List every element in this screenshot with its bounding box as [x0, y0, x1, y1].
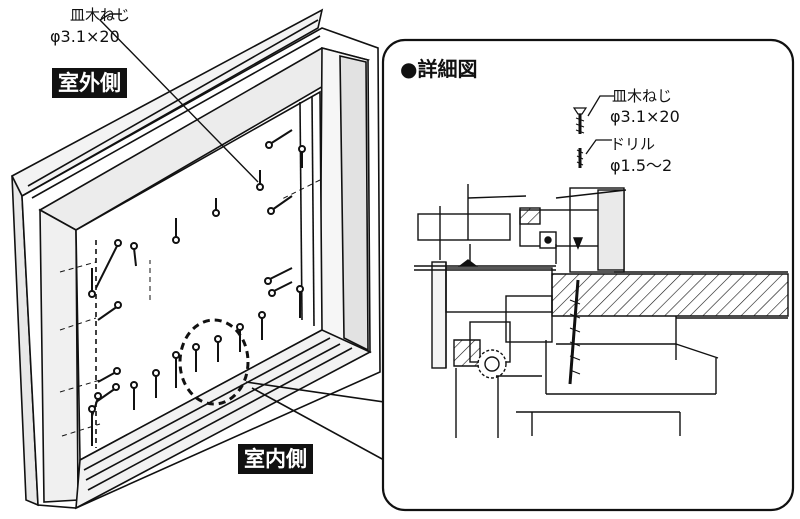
screw-icon: [214, 335, 222, 362]
detail-title: ●詳細図: [400, 57, 477, 81]
main-screw-name: 皿木ねじ: [70, 6, 130, 24]
cross-section: [414, 184, 789, 438]
detail-screw-name: 皿木ねじ: [612, 87, 672, 105]
detail-highlight-ellipse: [178, 318, 250, 406]
screw-icon: [172, 218, 180, 244]
screw-icon: [152, 369, 160, 398]
detail-fasteners: [572, 107, 588, 168]
outside-label: 室外側: [52, 68, 127, 98]
detail-drill-size: φ1.5～2: [610, 156, 672, 175]
screw-icon: [192, 343, 200, 372]
drill-icon: [576, 148, 584, 168]
screw-icon: [296, 285, 304, 318]
main-screw-size: φ3.1×20: [50, 27, 120, 46]
screw-icon: [212, 198, 220, 217]
detail-connector: [245, 381, 385, 461]
screw-icon: [298, 145, 306, 168]
screw-icon: [267, 195, 293, 215]
screw-icon: [88, 268, 96, 298]
guide-lines: [59, 179, 321, 437]
screw-icon: [97, 301, 122, 321]
screw-icon: [265, 129, 293, 149]
main-screw-label: 皿木ねじ φ3.1×20: [50, 6, 130, 46]
detail-screw-size: φ3.1×20: [610, 107, 680, 126]
screw-icon: [95, 239, 122, 289]
screw-icon: [236, 323, 244, 352]
detail-drill-name: ドリル: [610, 135, 655, 153]
screws: [88, 129, 306, 446]
inside-label: 室内側: [238, 444, 313, 474]
screw-icon: [256, 170, 264, 191]
screw-icon: [268, 281, 293, 297]
screw-icon: [130, 242, 138, 267]
screw-icon: [258, 311, 266, 340]
screw-icon: [130, 381, 138, 410]
detail-leaders: [585, 95, 614, 155]
main-screw-leader: [98, 13, 259, 183]
screw-icon: [572, 107, 588, 134]
screw-icon: [264, 267, 293, 285]
screw-icon: [88, 405, 96, 446]
screw-icon: [97, 367, 121, 383]
